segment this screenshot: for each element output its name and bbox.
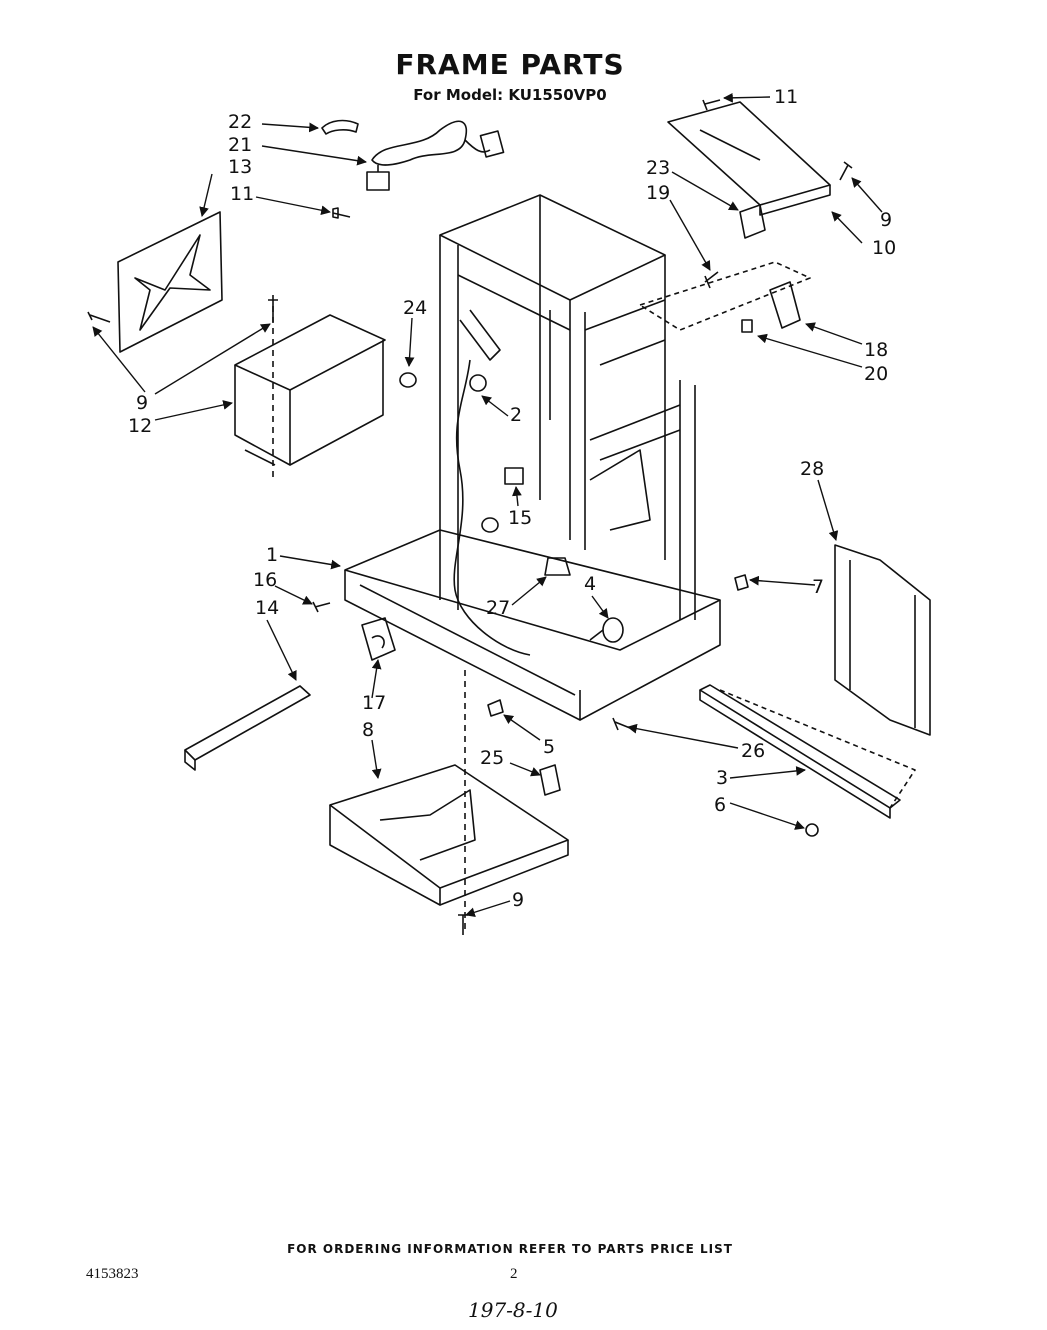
screw-part: [87, 311, 111, 323]
callout-label: 28: [800, 458, 825, 480]
page-title: FRAME PARTS: [395, 48, 625, 81]
callout-label: 22: [228, 111, 253, 133]
screw-part: [612, 717, 631, 731]
callout-label: 9: [512, 889, 525, 911]
hinge-bracket-part: [361, 617, 396, 661]
page-number: 2: [510, 1266, 518, 1282]
callout-label: 6: [714, 794, 727, 816]
screw-part: [839, 161, 853, 181]
callout-label: 9: [880, 209, 893, 231]
control-cover-part: [234, 295, 386, 480]
callout-label: 8: [362, 719, 375, 741]
callout-label: 24: [403, 297, 428, 319]
switch-bracket-part: [639, 261, 811, 333]
callout-label: 14: [255, 597, 280, 619]
clip-part: [539, 764, 561, 796]
grommet-part: [399, 372, 417, 388]
document-number: 4153823: [86, 1266, 139, 1282]
callout-label: 5: [543, 736, 556, 758]
screw-part: [704, 271, 719, 289]
callout-label: 16: [253, 569, 278, 591]
callout-label: 7: [812, 576, 825, 598]
callout-label: 2: [510, 404, 523, 426]
callout-label: 27: [486, 597, 511, 619]
screw-part: [332, 207, 351, 219]
callout-label: 19: [646, 182, 671, 204]
callout-label: 3: [716, 767, 729, 789]
kickplate-part: [184, 685, 311, 771]
nut-part: [487, 699, 504, 717]
power-cord-part: [366, 120, 505, 191]
screw-part: [458, 914, 468, 935]
screw-part: [702, 99, 721, 111]
callout-label: 15: [508, 507, 533, 529]
callout-label: 9: [136, 392, 149, 414]
model-subtitle: For Model: KU1550VP0: [413, 86, 607, 104]
callout-label: 11: [774, 86, 799, 108]
main-frame-part: [344, 194, 721, 721]
callout-label: 17: [362, 692, 387, 714]
handwritten-note: 197-8-10: [468, 1298, 558, 1322]
callout-label: 13: [228, 156, 253, 178]
callout-label: 21: [228, 134, 253, 156]
screw-part: [268, 299, 278, 322]
callout-label: 1: [266, 544, 279, 566]
clip-part: [739, 204, 766, 239]
callout-label: 10: [872, 237, 897, 259]
callout-label: 4: [584, 573, 597, 595]
drain-fitting-part: [589, 617, 624, 643]
side-panel-part: [117, 211, 223, 353]
cord-clamp-part: [321, 119, 359, 135]
callout-label: 20: [864, 363, 889, 385]
screw-part: [312, 601, 331, 613]
side-panel-part: [834, 544, 931, 736]
ordering-note: FOR ORDERING INFORMATION REFER TO PARTS …: [287, 1242, 733, 1256]
nut-part: [805, 823, 819, 837]
bottom-pan-part: [329, 670, 569, 930]
top-bracket-part: [667, 101, 831, 216]
callout-label: 11: [230, 183, 255, 205]
foot-part: [544, 557, 571, 576]
callout-label: 12: [128, 415, 153, 437]
rail-part: [699, 684, 916, 819]
callout-label: 18: [864, 339, 889, 361]
callout-label: 23: [646, 157, 671, 179]
callout-label: 25: [480, 747, 505, 769]
nut-part: [734, 574, 749, 591]
callout-label: 26: [741, 740, 766, 762]
